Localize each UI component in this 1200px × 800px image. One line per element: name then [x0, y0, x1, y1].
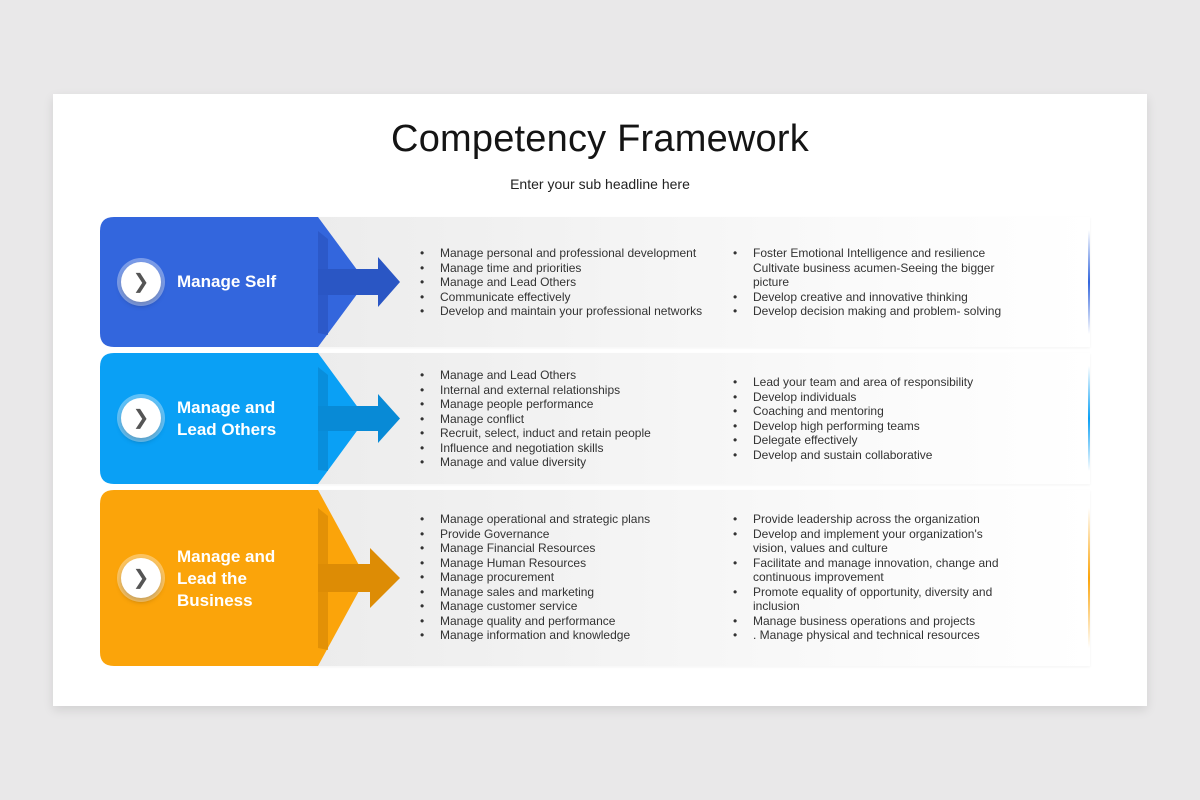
list-item: Manage time and priorities	[420, 261, 720, 276]
list-item: Manage conflict	[420, 412, 720, 427]
list-item: Manage quality and performance	[420, 614, 720, 629]
list-item: Develop creative and innovative thinking	[733, 290, 1008, 305]
list-item: Internal and external relationships	[420, 383, 720, 398]
arrow-right-icon	[318, 548, 400, 608]
tab-shape	[100, 217, 400, 347]
list-item: Develop and implement your organization'…	[733, 527, 1018, 556]
arrow-right-icon	[318, 257, 400, 307]
tab-shape	[100, 490, 400, 666]
list-item: Manage Human Resources	[420, 556, 720, 571]
arrow-right-icon	[318, 394, 400, 443]
list-item: Develop individuals	[733, 390, 1008, 405]
list-item: Manage and Lead Others	[420, 275, 720, 290]
competency-list-left: Manage personal and professional develop…	[420, 246, 720, 319]
category-tab[interactable]: ❯ Manage and Lead Others	[100, 353, 400, 484]
list-item: . Manage physical and technical resource…	[733, 628, 1018, 643]
chevron-right-icon[interactable]: ❯	[121, 558, 161, 598]
list-item: Communicate effectively	[420, 290, 720, 305]
list-item: Manage information and knowledge	[420, 628, 720, 643]
list-item: Manage people performance	[420, 397, 720, 412]
list-item: Provide Governance	[420, 527, 720, 542]
category-label: Manage Self	[177, 272, 277, 291]
competency-list-right: Provide leadership across the organizati…	[733, 512, 1018, 643]
competency-list-left: Manage and Lead Others Internal and exte…	[420, 368, 720, 470]
list-item: Develop and sustain collaborative	[733, 448, 1008, 463]
list-item: Cultivate business acumen-Seeing the big…	[753, 260, 995, 290]
competency-list-right: Foster Emotional Intelligence and resili…	[733, 246, 1008, 319]
competency-list-right: Lead your team and area of responsibilit…	[733, 375, 1008, 462]
accent-line	[1088, 507, 1090, 649]
list-item: Manage Financial Resources	[420, 541, 720, 556]
list-item: Develop high performing teams	[733, 419, 1008, 434]
list-item: Promote equality of opportunity, diversi…	[733, 585, 1018, 614]
slide-subtitle: Enter your sub headline here	[510, 176, 690, 192]
competency-list-left: Manage operational and strategic plans P…	[420, 512, 720, 643]
competency-row-manage-and-lead-others: ❯ Manage and Lead Others Manage and Lead…	[100, 353, 1090, 484]
list-item: Facilitate and manage innovation, change…	[733, 556, 1018, 585]
list-item: Manage customer service	[420, 599, 720, 614]
category-label: Manage and Lead Others	[177, 398, 277, 439]
accent-line	[1088, 366, 1090, 471]
competency-row-manage-and-lead-the-business: ❯ Manage and Lead the Business Manage op…	[100, 490, 1090, 666]
list-item: Develop and maintain your professional n…	[420, 304, 720, 319]
list-item: Recruit, select, induct and retain peopl…	[420, 426, 720, 441]
tab-shape	[100, 353, 400, 484]
list-item: Manage and value diversity	[420, 455, 720, 470]
list-item: Influence and negotiation skills	[420, 441, 720, 456]
list-item: Manage operational and strategic plans	[420, 512, 720, 527]
list-item: Manage sales and marketing	[420, 585, 720, 600]
list-item: Manage and Lead Others	[420, 368, 720, 383]
list-item: Manage personal and professional develop…	[420, 246, 720, 261]
category-tab[interactable]: ❯ Manage Self	[100, 217, 400, 347]
list-item: Provide leadership across the organizati…	[733, 512, 1018, 527]
list-item: Delegate effectively	[733, 433, 1008, 448]
slide-title: Competency Framework	[391, 118, 809, 160]
category-label: Manage and Lead the Business	[177, 547, 276, 610]
accent-line	[1088, 230, 1090, 334]
list-item: Coaching and mentoring	[733, 404, 1008, 419]
list-item: Foster Emotional Intelligence and resili…	[733, 246, 1008, 261]
list-item: Manage procurement	[420, 570, 720, 585]
category-tab[interactable]: ❯ Manage and Lead the Business	[100, 490, 400, 666]
list-item: Develop decision making and problem- sol…	[733, 304, 1008, 319]
slide: Competency Framework Enter your sub head…	[53, 94, 1147, 706]
chevron-right-icon[interactable]: ❯	[121, 262, 161, 302]
list-item: Lead your team and area of responsibilit…	[733, 375, 1008, 390]
chevron-right-icon[interactable]: ❯	[121, 398, 161, 438]
competency-row-manage-self: ❯ Manage Self Manage personal and profes…	[100, 217, 1090, 347]
list-item: Manage business operations and projects	[733, 614, 1018, 629]
